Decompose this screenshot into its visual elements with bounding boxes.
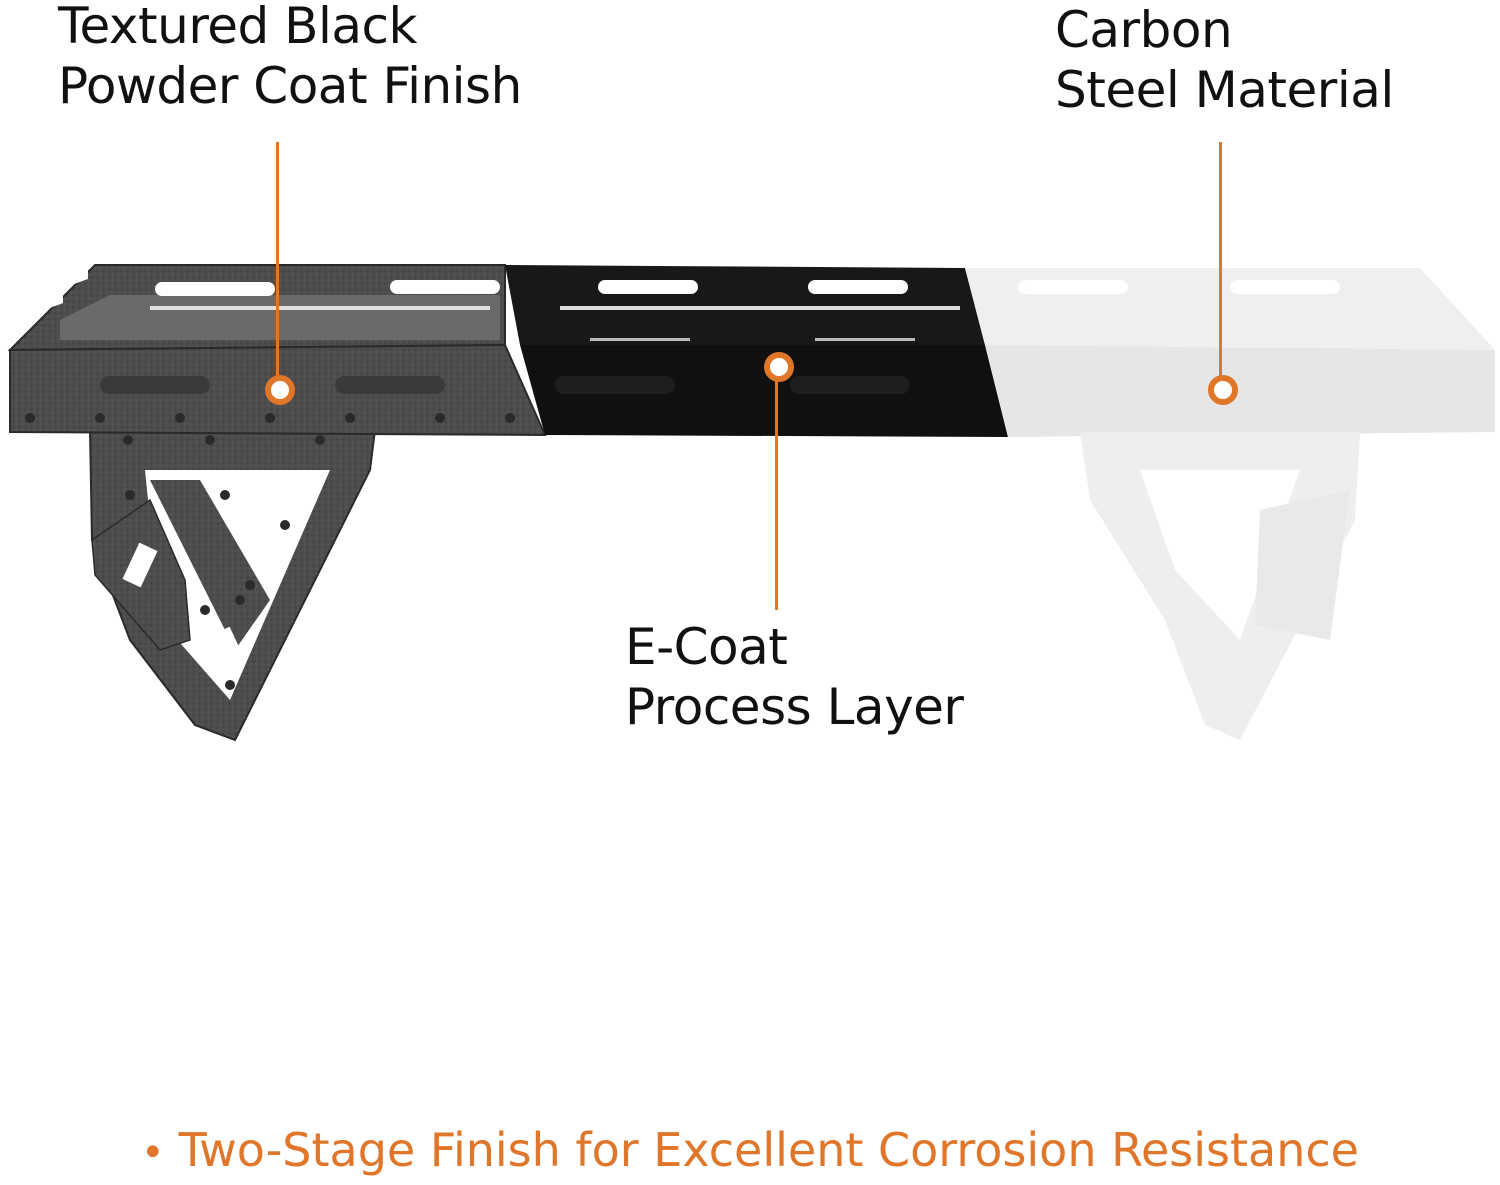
label-ecoat-line1: E-Coat (625, 618, 788, 676)
callout-line-powder-coat (276, 142, 279, 378)
rack-section-carbon-steel (965, 268, 1495, 740)
footer-bullet: • (141, 1130, 165, 1176)
callout-dot-icon (1208, 375, 1238, 405)
label-ecoat-line2: Process Layer (625, 678, 964, 736)
label-carbon-steel-line1: Carbon (1055, 1, 1233, 59)
rack-section-ecoat (505, 265, 1008, 437)
bolt-heads (25, 413, 515, 690)
callout-dot-icon (265, 375, 295, 405)
callout-line-ecoat (775, 375, 778, 610)
label-powder-coat: Textured Black Powder Coat Finish (58, 0, 522, 116)
footer-caption: • Two-Stage Finish for Excellent Corrosio… (0, 1120, 1500, 1183)
label-carbon-steel-line2: Steel Material (1055, 61, 1394, 119)
footer-text: Two-Stage Finish for Excellent Corrosion… (178, 1123, 1359, 1177)
label-powder-coat-line1: Textured Black (58, 0, 417, 55)
callout-dot-icon (764, 352, 794, 382)
callout-line-carbon-steel (1219, 142, 1222, 378)
label-carbon-steel: Carbon Steel Material (1055, 0, 1394, 120)
label-powder-coat-line2: Powder Coat Finish (58, 57, 522, 115)
label-ecoat: E-Coat Process Layer (625, 617, 964, 737)
